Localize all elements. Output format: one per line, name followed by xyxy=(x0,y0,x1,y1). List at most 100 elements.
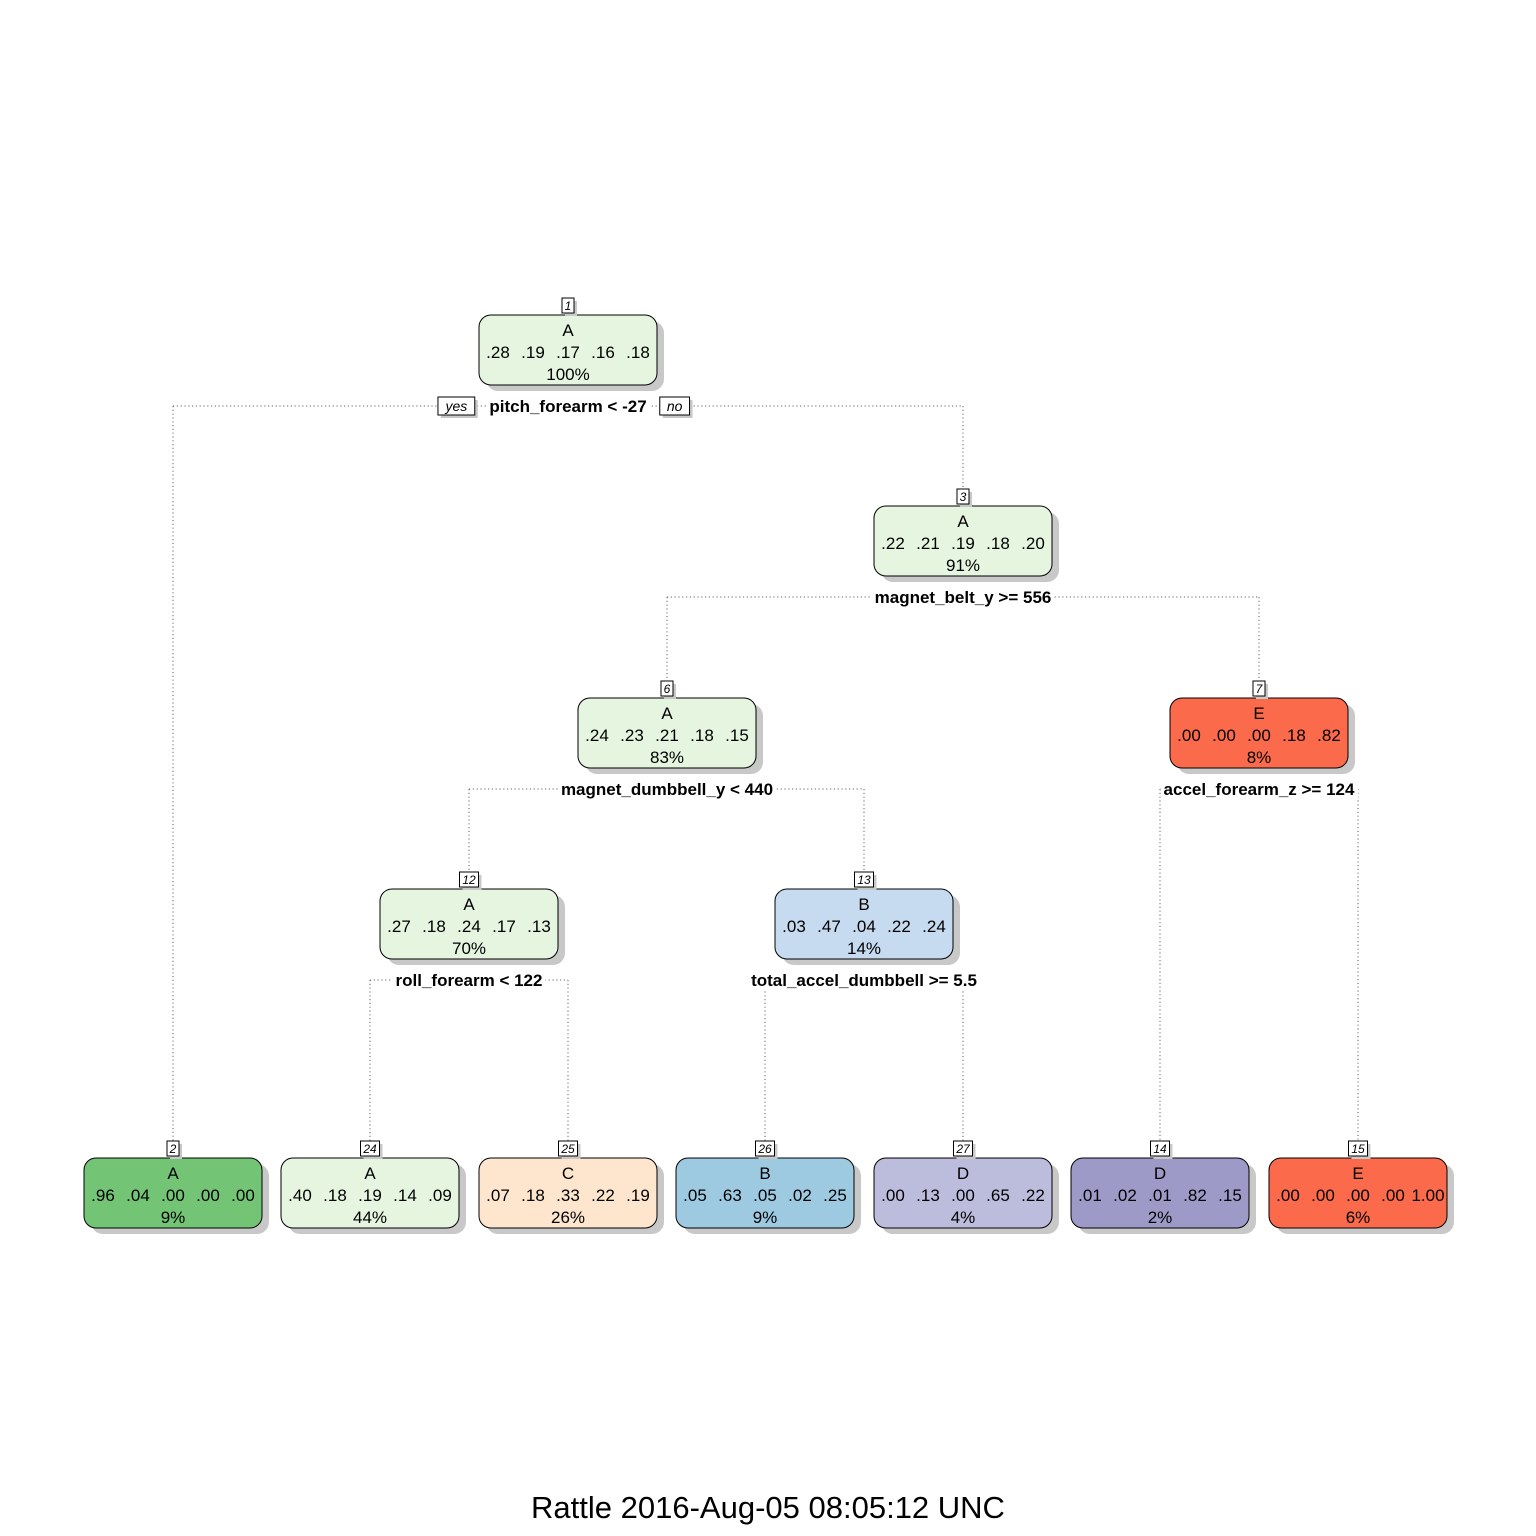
node-number: 14 xyxy=(1153,1142,1167,1156)
split-label-7: accel_forearm_z >= 124 xyxy=(1160,780,1359,799)
node-prob: .00 xyxy=(1381,1186,1405,1205)
node-prob: .18 xyxy=(626,343,650,362)
node-percent: 9% xyxy=(161,1208,186,1227)
split-label-3: magnet_belt_y >= 556 xyxy=(871,588,1055,607)
node-prob: .63 xyxy=(718,1186,742,1205)
node-prob: .25 xyxy=(823,1186,847,1205)
node-number: 27 xyxy=(955,1142,971,1156)
node-number-box xyxy=(854,871,874,888)
node-percent: 9% xyxy=(753,1208,778,1227)
node-percent: 44% xyxy=(353,1208,387,1227)
tree-nodes: 1A.28.19.17.16.18100%3A.22.21.19.18.2091… xyxy=(83,297,1454,1234)
no-label-box xyxy=(659,396,691,416)
node-prob: .17 xyxy=(492,917,516,936)
node-number: 7 xyxy=(1256,682,1264,696)
split-condition: magnet_dumbbell_y < 440 xyxy=(561,780,773,799)
node-prob: .18 xyxy=(690,726,714,745)
node-number-box xyxy=(360,1140,380,1157)
node-prob: .00 xyxy=(1311,1186,1335,1205)
node-number: 25 xyxy=(560,1142,575,1156)
node-prob: .24 xyxy=(457,917,481,936)
node-number-box xyxy=(956,488,970,505)
split-label-6: magnet_dumbbell_y < 440 xyxy=(557,780,777,799)
node-number-box xyxy=(558,1140,578,1157)
node-prob: .00 xyxy=(951,1186,975,1205)
node-prob: .96 xyxy=(91,1186,115,1205)
yes-label-text: yes xyxy=(444,398,467,414)
node-number: 2 xyxy=(169,1142,177,1156)
node-class: A xyxy=(463,895,475,914)
node-prob: .40 xyxy=(288,1186,312,1205)
node-prob: .19 xyxy=(951,534,975,553)
node-number: 3 xyxy=(960,490,967,504)
node-class: B xyxy=(759,1164,770,1183)
node-class: A xyxy=(562,321,574,340)
node-class: E xyxy=(1352,1164,1363,1183)
node-number: 24 xyxy=(362,1142,377,1156)
node-prob: .19 xyxy=(358,1186,382,1205)
node-prob: .04 xyxy=(852,917,876,936)
node-prob: .03 xyxy=(782,917,806,936)
node-prob: .14 xyxy=(393,1186,417,1205)
node-prob: .02 xyxy=(1113,1186,1137,1205)
node-prob: .23 xyxy=(620,726,644,745)
yes-label: yes xyxy=(437,396,478,418)
caption: Rattle 2016-Aug-05 08:05:12 UNC xyxy=(531,1490,1005,1525)
node-percent: 70% xyxy=(452,939,486,958)
node-prob: .18 xyxy=(1282,726,1306,745)
node-prob: .15 xyxy=(1218,1186,1242,1205)
node-class: A xyxy=(364,1164,376,1183)
node-prob: .27 xyxy=(387,917,411,936)
node-prob: .00 xyxy=(231,1186,255,1205)
node-number-box xyxy=(953,1140,973,1157)
node-number-box xyxy=(166,1140,180,1157)
node-prob: .01 xyxy=(1148,1186,1172,1205)
tree-connectors xyxy=(172,405,1359,1148)
node-prob: .18 xyxy=(986,534,1010,553)
tree-node-14: 14D.01.02.01.82.152% xyxy=(1070,1140,1256,1234)
node-percent: 14% xyxy=(847,939,881,958)
node-prob: .33 xyxy=(556,1186,580,1205)
node-percent: 8% xyxy=(1247,748,1272,767)
node-percent: 2% xyxy=(1148,1208,1173,1227)
node-prob: .00 xyxy=(161,1186,185,1205)
node-prob: .18 xyxy=(323,1186,347,1205)
node-prob: .00 xyxy=(881,1186,905,1205)
node-prob: .82 xyxy=(1317,726,1341,745)
node-number: 12 xyxy=(462,873,476,887)
node-number-box xyxy=(660,680,674,697)
node-number: 1 xyxy=(565,299,572,313)
node-number: 26 xyxy=(757,1142,772,1156)
node-prob: .00 xyxy=(1247,726,1271,745)
no-label: no xyxy=(659,396,693,418)
node-percent: 6% xyxy=(1346,1208,1371,1227)
node-prob: .22 xyxy=(887,917,911,936)
yes-label-box xyxy=(437,396,476,416)
node-prob: .05 xyxy=(753,1186,777,1205)
node-class: A xyxy=(957,512,969,531)
node-number-box xyxy=(561,297,575,314)
node-class: A xyxy=(661,704,673,723)
node-percent: 100% xyxy=(546,365,589,384)
split-label-bg xyxy=(557,780,777,799)
node-number: 13 xyxy=(857,873,871,887)
node-prob: .02 xyxy=(788,1186,812,1205)
node-prob: .82 xyxy=(1183,1186,1207,1205)
node-number-box xyxy=(1252,680,1266,697)
split-label-12: roll_forearm < 122 xyxy=(392,971,546,990)
split-label-1: pitch_forearm < -27 xyxy=(486,397,650,416)
node-prob: .00 xyxy=(1212,726,1236,745)
node-number-box xyxy=(755,1140,775,1157)
node-class: C xyxy=(562,1164,574,1183)
node-prob: .65 xyxy=(986,1186,1010,1205)
node-prob: .20 xyxy=(1021,534,1045,553)
node-prob: .07 xyxy=(486,1186,510,1205)
node-percent: 91% xyxy=(946,556,980,575)
